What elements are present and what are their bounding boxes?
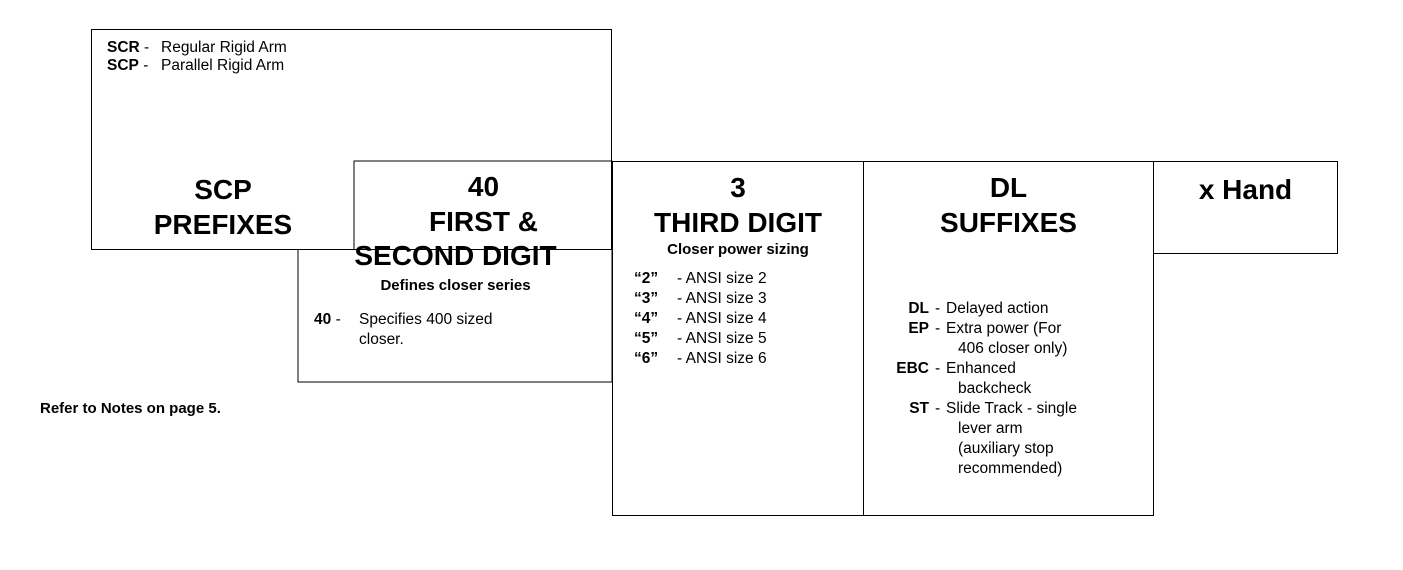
suffix-value: DL	[989, 172, 1028, 203]
prefix-code: SCP	[107, 57, 139, 74]
separator: -	[144, 39, 150, 56]
size-desc: - ANSI size 4	[677, 310, 767, 327]
suffix-desc: lever arm	[958, 420, 1023, 437]
separator: -	[143, 57, 149, 74]
suffix-code-dl: DL	[908, 300, 929, 317]
digits-label-1: FIRST &	[429, 206, 538, 237]
size-item: “5”	[634, 330, 659, 347]
suffix-desc: (auxiliary stop	[958, 440, 1054, 457]
digits-code: 40	[314, 311, 332, 328]
digits-label-2: SECOND DIGIT	[354, 240, 557, 271]
third-label: THIRD DIGIT	[654, 207, 822, 238]
suffix-box: DL SUFFIXES DL - Delayed action EP - Ext…	[863, 161, 1154, 516]
suffix-sep: -	[935, 400, 941, 417]
digits-desc-2: closer.	[359, 331, 404, 348]
digits-desc-1: Specifies 400 sized	[359, 311, 493, 328]
suffix-desc: Enhanced	[946, 360, 1016, 377]
suffix-label: SUFFIXES	[940, 207, 1077, 238]
third-digit-box: 3 THIRD DIGIT Closer power sizing “2” - …	[612, 161, 864, 516]
notes-reference: Refer to Notes on page 5.	[40, 400, 221, 417]
suffix-sep: -	[935, 360, 941, 377]
suffix-desc: Extra power (For	[946, 320, 1062, 337]
prefix-code: SCR	[107, 39, 140, 56]
prefix-item-scr: SCR - Regular Rigid Arm	[107, 38, 287, 58]
digits-item: 40 -	[314, 310, 341, 330]
digits-subtitle: Defines closer series	[380, 277, 531, 294]
size-desc: - ANSI size 6	[677, 350, 767, 367]
separator: -	[335, 311, 341, 328]
suffix-desc: Slide Track - single	[946, 400, 1077, 417]
third-value: 3	[730, 172, 746, 203]
suffix-sep: -	[935, 320, 941, 337]
size-desc: - ANSI size 2	[677, 270, 767, 287]
hand-box: x Hand	[1153, 161, 1338, 254]
suffix-desc: 406 closer only)	[958, 340, 1068, 357]
suffix-sep: -	[935, 300, 941, 317]
size-desc: - ANSI size 5	[677, 330, 767, 347]
size-item: “3”	[634, 290, 659, 307]
prefix-desc: Regular Rigid Arm	[161, 39, 287, 56]
third-subtitle: Closer power sizing	[667, 241, 809, 258]
size-item: “4”	[634, 310, 659, 327]
suffix-code-ebc: EBC	[896, 360, 929, 377]
digits-value: 40	[467, 171, 500, 202]
prefix-value: SCP	[194, 174, 252, 205]
prefix-item-scp: SCP - Parallel Rigid Arm	[107, 56, 284, 76]
hand-label: x Hand	[1198, 174, 1293, 205]
suffix-desc: backcheck	[958, 380, 1032, 397]
digits-box-content: 40 FIRST & SECOND DIGIT Defines closer s…	[298, 161, 613, 383]
size-item: “2”	[634, 270, 659, 287]
suffix-code-ep: EP	[908, 320, 929, 337]
size-desc: - ANSI size 3	[677, 290, 767, 307]
size-item: “6”	[634, 350, 659, 367]
prefix-label: PREFIXES	[153, 209, 293, 240]
prefix-desc: Parallel Rigid Arm	[161, 57, 285, 74]
suffix-desc: Delayed action	[946, 300, 1049, 317]
suffix-desc: recommended)	[958, 460, 1063, 477]
suffix-code-st: ST	[909, 400, 929, 417]
